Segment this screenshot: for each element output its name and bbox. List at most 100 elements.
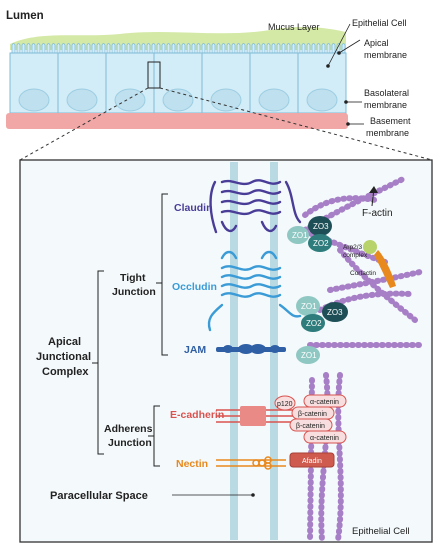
microvillus: [41, 43, 46, 53]
microvillus: [286, 43, 291, 53]
p120-protein: [274, 395, 296, 411]
nectin-protein: [216, 456, 286, 470]
nectin-label: Nectin: [176, 458, 208, 470]
tight-junction-label-1: Tight: [120, 272, 146, 284]
claudin-label: Claudin: [174, 202, 213, 214]
brackets: [92, 193, 168, 467]
alpha-catenin-label-2: α-catenin: [310, 435, 339, 442]
microvillus: [306, 43, 311, 53]
microvillus: [266, 43, 271, 53]
microvillus: [206, 43, 211, 53]
microvillus: [176, 43, 181, 53]
jam-protein: [216, 344, 286, 354]
basement-membrane: [6, 113, 348, 129]
lumen-label: Lumen: [6, 10, 44, 22]
microvillus: [321, 43, 326, 53]
occludin-label: Occludin: [172, 281, 217, 293]
microvillus: [21, 43, 26, 53]
basolateral-membrane-label-2: membrane: [364, 100, 407, 110]
microvillus: [326, 43, 331, 53]
zo1-label-bottom: ZO1: [301, 351, 317, 360]
zo2-protein-mid: [301, 314, 325, 332]
microvillus: [101, 43, 106, 53]
alpha-catenin-protein-2: [303, 430, 347, 444]
microvillus: [81, 43, 86, 53]
microvillus: [141, 43, 146, 53]
microvillus: [291, 43, 296, 53]
microvillus: [61, 43, 66, 53]
zo3-label-top: ZO3: [313, 222, 329, 231]
zoom-line-left: [19, 87, 149, 161]
zo3-protein-top: [308, 216, 332, 236]
microvillus: [256, 43, 261, 53]
zo2-label-mid: ZO2: [306, 319, 322, 328]
microvillus: [191, 43, 196, 53]
microvillus: [281, 43, 286, 53]
microvilli: [11, 43, 346, 53]
microvillus: [91, 43, 96, 53]
apical-junctional-complex-label-3: Complex: [42, 366, 89, 378]
cortactin-label: Cortactin: [350, 270, 376, 277]
microvillus: [121, 43, 126, 53]
cell-nucleus: [114, 88, 146, 112]
beta-catenin-label-2: β-catenin: [296, 423, 325, 430]
microvillus: [76, 43, 81, 53]
microvillus: [136, 43, 141, 53]
arp23-complex: [363, 240, 377, 254]
apical-membrane-label-2: membrane: [364, 50, 407, 60]
microvillus: [86, 43, 91, 53]
microvillus: [26, 43, 31, 53]
microvillus: [251, 43, 256, 53]
microvillus: [201, 43, 206, 53]
cortactin-protein: [374, 250, 396, 288]
microvillus: [66, 43, 71, 53]
microvillus: [331, 43, 336, 53]
f-actin-label: F-actin: [362, 208, 393, 219]
microvillus: [11, 43, 16, 53]
zo1-label-mid: ZO1: [301, 302, 317, 311]
microvillus: [36, 43, 41, 53]
beta-catenin-label-1: β-catenin: [298, 411, 327, 418]
microvillus: [126, 43, 131, 53]
microvillus: [161, 43, 166, 53]
microvillus: [131, 43, 136, 53]
microvillus: [51, 43, 56, 53]
zo1-protein-top: [287, 226, 309, 244]
zo1-protein-bottom: [296, 346, 320, 364]
cell-nucleus: [210, 88, 242, 112]
microvillus: [336, 43, 341, 53]
microvillus: [276, 43, 281, 53]
cell-nucleus: [66, 88, 98, 112]
tight-junction-label-2: Junction: [112, 286, 156, 298]
microvillus: [311, 43, 316, 53]
mucus-layer-label: Mucus Layer: [268, 22, 320, 32]
microvillus: [146, 43, 151, 53]
basement-membrane-label-1: Basement: [370, 116, 411, 126]
microvillus: [221, 43, 226, 53]
microvillus: [271, 43, 276, 53]
zo1-protein-mid: [296, 296, 320, 316]
microvillus: [156, 43, 161, 53]
apical-junctional-complex-label-2: Junctional: [36, 351, 91, 363]
basolateral-membrane-label-1: Basolateral: [364, 88, 409, 98]
zo1-label-top: ZO1: [292, 231, 308, 240]
microvillus: [186, 43, 191, 53]
microvillus: [46, 43, 51, 53]
microvillus: [16, 43, 21, 53]
adherens-junction-label-1: Adherens: [104, 423, 153, 435]
microvillus: [71, 43, 76, 53]
zo2-label-top: ZO2: [313, 239, 329, 248]
occludin-proteins: [207, 250, 302, 332]
arp23-label-2: complex: [343, 252, 368, 259]
epithelial-cell-detail-label: Epithelial Cell: [352, 526, 410, 537]
microvillus: [296, 43, 301, 53]
microvillus: [96, 43, 101, 53]
microvillus: [171, 43, 176, 53]
microvillus: [211, 43, 216, 53]
basement-membrane-label-2: membrane: [366, 128, 409, 138]
microvillus: [241, 43, 246, 53]
microvillus: [261, 43, 266, 53]
afadin-label: Afadin: [302, 458, 322, 465]
zoom-line-right: [159, 87, 433, 161]
